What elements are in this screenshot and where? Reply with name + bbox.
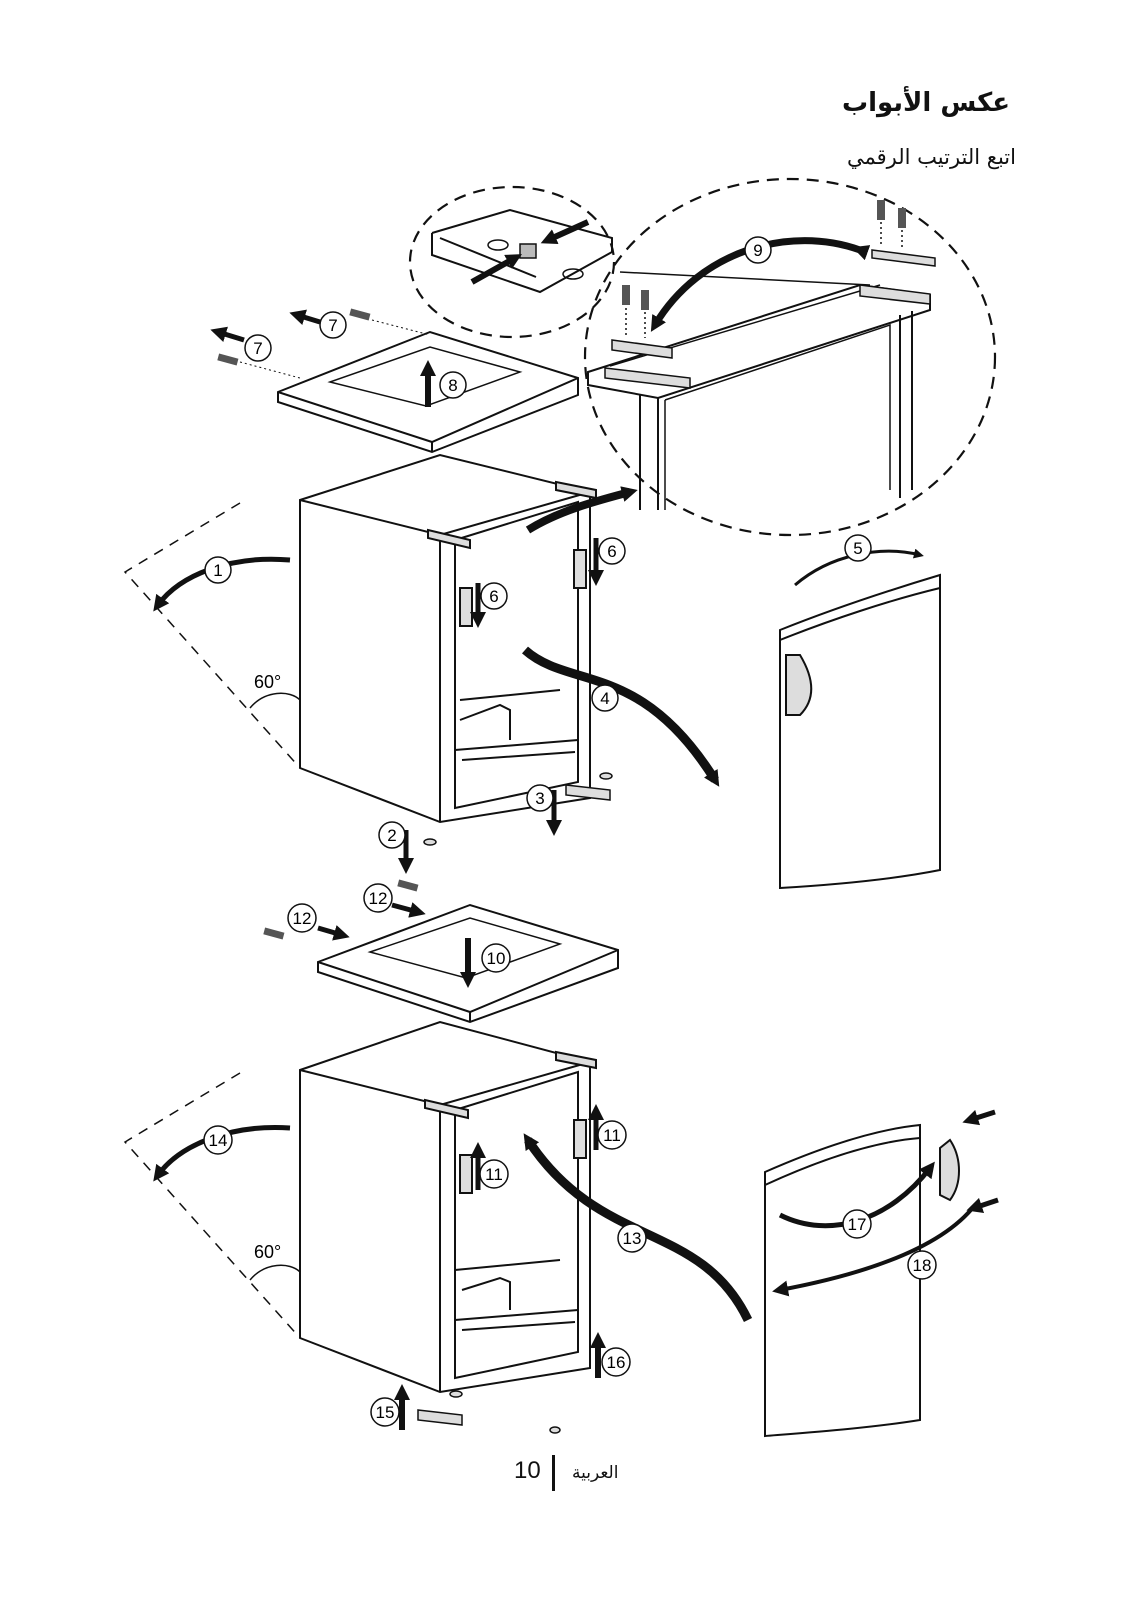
svg-text:6: 6: [489, 587, 498, 606]
fridge-door-lower: [764, 1123, 960, 1438]
cover-detail-callout: [408, 185, 616, 339]
svg-text:1: 1: [213, 561, 222, 580]
step-badge-9: 9: [744, 236, 772, 264]
svg-text:4: 4: [600, 689, 609, 708]
step-badge-12b: 12: [287, 903, 317, 933]
step-13-arrow: [523, 1133, 753, 1322]
step-7-arrow-b: [210, 326, 245, 343]
fridge-cabinet-lower: [299, 1020, 597, 1394]
svg-text:7: 7: [253, 339, 262, 358]
step-7-arrow-a: [289, 309, 321, 325]
language-label: العربية: [572, 1463, 619, 1483]
bottom-hinge-lower: [417, 1390, 561, 1434]
arrow-into-cover-2: [470, 254, 522, 285]
step-badge-12a: 12: [363, 883, 393, 913]
svg-text:9: 9: [753, 241, 762, 260]
step-door-lift-arrow: [525, 486, 638, 534]
step-badge-13: 13: [617, 1223, 647, 1253]
screws-top: [217, 308, 371, 366]
page-footer: 10 العربية: [0, 1455, 1128, 1495]
footer-separator: [552, 1455, 555, 1491]
svg-text:15: 15: [376, 1403, 395, 1422]
svg-text:13: 13: [623, 1229, 642, 1248]
step-badge-1: 1: [204, 556, 232, 584]
step-badge-15: 15: [370, 1397, 400, 1427]
screws-lower: [263, 879, 419, 940]
step-badge-16: 16: [601, 1347, 631, 1377]
step-badge-6b: 6: [480, 582, 508, 610]
step-badge-14: 14: [203, 1125, 233, 1155]
svg-text:11: 11: [485, 1165, 503, 1184]
step-18-arrow: [772, 1203, 977, 1297]
instruction-subtitle: اتبع الترتيب الرقمي: [846, 145, 1016, 169]
svg-text:2: 2: [387, 826, 396, 845]
page-title: عكس الأبواب: [841, 88, 1010, 118]
svg-text:11: 11: [603, 1126, 621, 1145]
svg-text:12: 12: [293, 909, 312, 928]
step-badge-4: 4: [591, 684, 619, 712]
bottom-hinge-upper: [423, 772, 613, 846]
step-badge-7b: 7: [244, 334, 272, 362]
svg-text:17: 17: [848, 1215, 867, 1234]
arrow-into-cover-1: [540, 219, 590, 245]
svg-text:18: 18: [913, 1256, 932, 1275]
hinge-detail-callout: [583, 177, 997, 537]
fridge-cabinet-upper: [299, 453, 597, 824]
step-12-arrow-a: [391, 902, 426, 918]
step-badges: 1 2 3 4 5 6 6 7 7 8 9 10 11 11 12 12 13 …: [203, 236, 937, 1427]
step-badge-5: 5: [844, 534, 872, 562]
step-badge-2: 2: [378, 821, 406, 849]
svg-text:6: 6: [607, 542, 616, 561]
step-badge-8: 8: [439, 371, 467, 399]
svg-text:16: 16: [607, 1353, 626, 1372]
svg-text:3: 3: [535, 789, 544, 808]
step-badge-17: 17: [842, 1209, 872, 1239]
step-badge-10: 10: [481, 943, 511, 973]
handle-screw-arrow-a: [962, 1109, 996, 1126]
angle-label-upper: 60°: [254, 672, 281, 692]
angle-guide-upper: [123, 502, 301, 769]
svg-text:8: 8: [448, 376, 457, 395]
angle-guide-lower: [123, 1072, 301, 1339]
svg-text:12: 12: [369, 889, 388, 908]
step-badge-18: 18: [907, 1250, 937, 1280]
step-badge-11a: 11: [597, 1120, 627, 1150]
angle-label-lower: 60°: [254, 1242, 281, 1262]
fridge-door-upper: [779, 573, 941, 890]
svg-text:7: 7: [328, 316, 337, 335]
step-badge-7a: 7: [319, 311, 347, 339]
handle-screw-arrow-b: [966, 1197, 999, 1214]
svg-text:14: 14: [209, 1131, 228, 1150]
svg-text:5: 5: [853, 539, 862, 558]
svg-text:10: 10: [487, 949, 506, 968]
step-badge-6a: 6: [598, 537, 626, 565]
step-badge-3: 3: [526, 784, 554, 812]
step-badge-11b: 11: [479, 1159, 509, 1189]
step-12-arrow-b: [317, 925, 350, 941]
page-number: 10: [514, 1457, 541, 1484]
